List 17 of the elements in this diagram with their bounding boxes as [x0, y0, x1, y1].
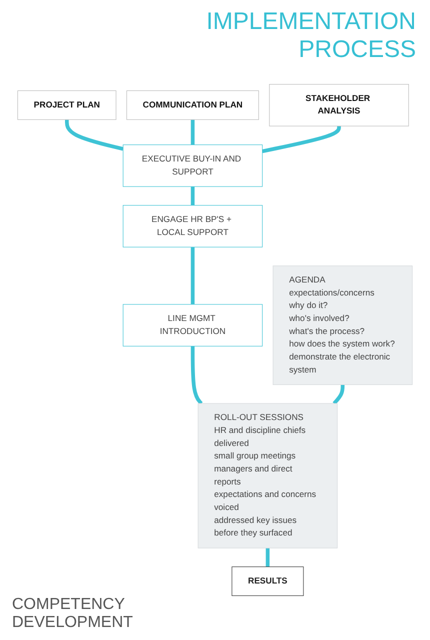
connector [190, 346, 203, 405]
node-box: RESULTS [232, 566, 304, 596]
node-box: AGENDA expectations/concerns why do it? who's involved? what's the process? how does the system work? demonstrate the electronic system [272, 266, 413, 385]
node-box: EXECUTIVE BUY-IN AND SUPPORT [122, 144, 263, 187]
node-box: ENGAGE HR BP'S + LOCAL SUPPORT [122, 205, 263, 248]
connector [332, 384, 345, 405]
connector [190, 186, 195, 206]
node-box: ROLL-OUT SESSIONS HR and discipline chiefs delivered small group meetings managers and direct reports expectations and concerns voiced addressed key issues before they surfaced [198, 403, 338, 548]
connector [190, 246, 195, 304]
node-box: LINE MGMT INTRODUCTION [122, 304, 263, 346]
node-box: COMMUNICATION PLAN [126, 90, 259, 120]
footer-text: COMPETENCY DEVELOPMENT [12, 596, 134, 632]
title: IMPLEMENTATION PROCESS [205, 8, 416, 64]
connector [266, 548, 270, 568]
node-box: STAKEHOLDER ANALYSIS [269, 84, 409, 126]
connector [190, 120, 195, 146]
node-box: PROJECT PLAN [17, 90, 116, 120]
